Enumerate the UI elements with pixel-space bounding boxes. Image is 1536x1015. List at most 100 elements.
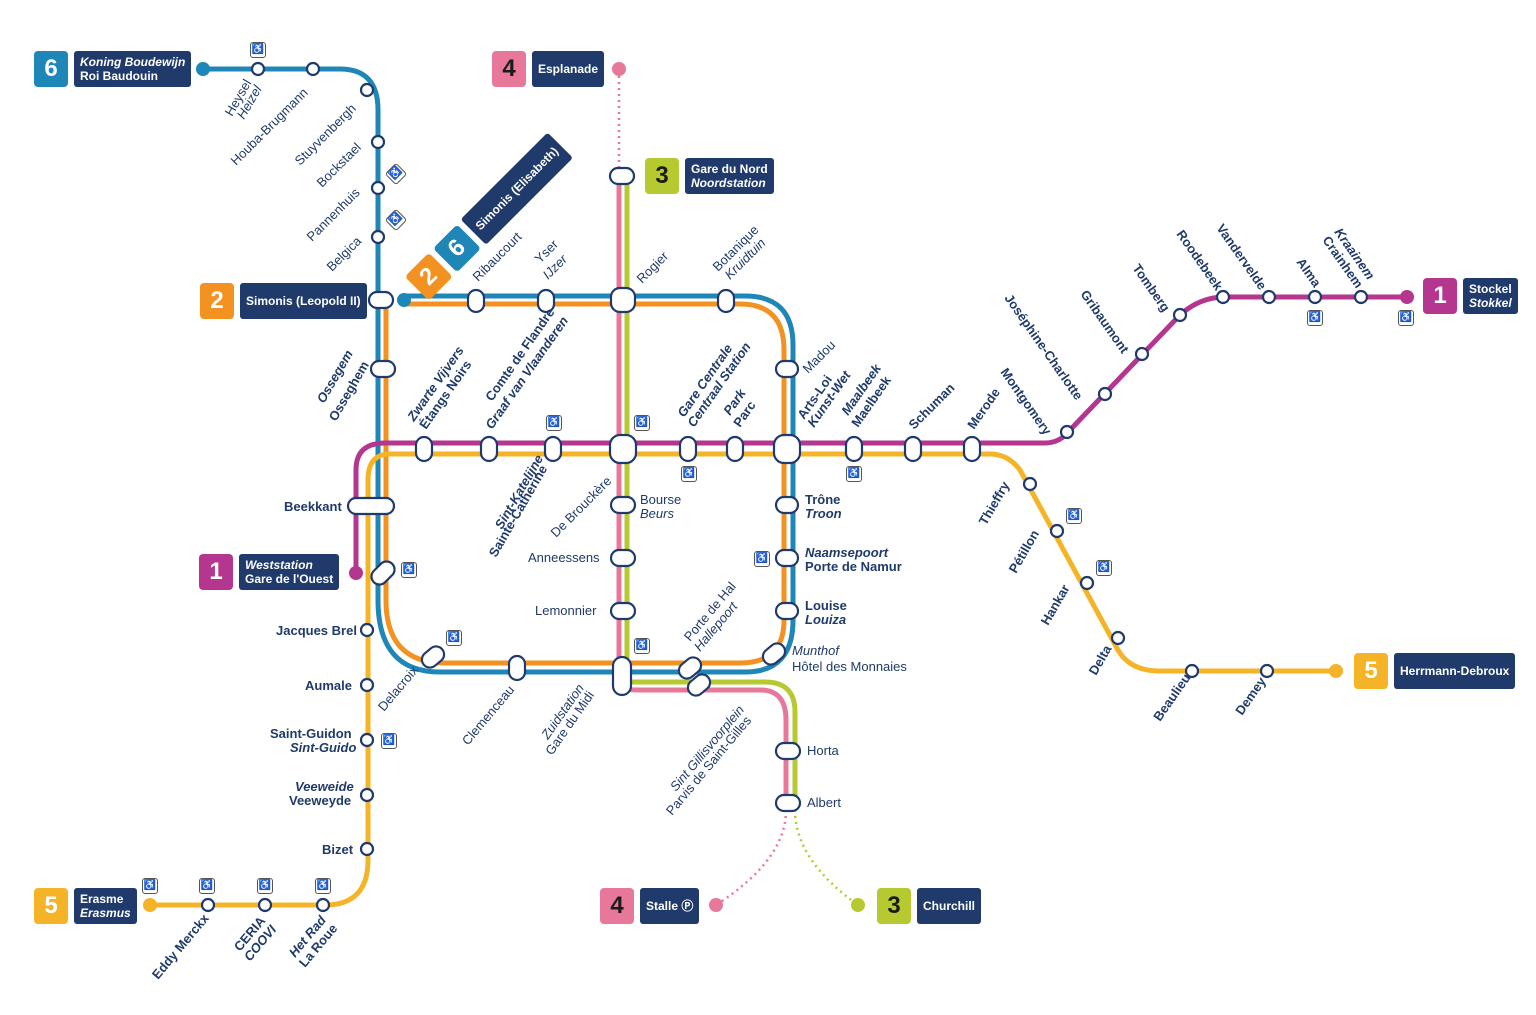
station-beekkant[interactable]	[346, 496, 396, 516]
station-jacquesbrel[interactable]	[359, 622, 375, 638]
terminal-name: Stalle Ⓟ	[646, 899, 694, 913]
svg-text:Madou: Madou	[800, 337, 839, 376]
station-ribaucourt[interactable]	[466, 288, 486, 314]
station-josephine[interactable]	[1097, 386, 1113, 402]
terminal-dot-stalle	[709, 898, 723, 912]
wheelchair-icon: ♿	[250, 42, 266, 58]
station-belgica[interactable]	[370, 229, 386, 245]
terminal-weststation[interactable]: 1 Weststation Gare de l'Ouest	[199, 554, 340, 590]
station-lemonnier[interactable]	[609, 601, 637, 621]
station-thieffry[interactable]	[1022, 476, 1038, 492]
station-trone[interactable]	[774, 495, 800, 515]
station-beaulieu[interactable]	[1184, 663, 1200, 679]
terminal-churchill[interactable]: 3 Churchill	[877, 888, 982, 924]
station-comte[interactable]	[479, 435, 499, 463]
terminal-koning-boudewijn[interactable]: 6 Koning Boudewijn Roi Baudouin	[34, 51, 192, 87]
terminal-simonis-elisabeth[interactable]: 2 6 Simonis (Elisabeth)	[392, 128, 582, 301]
station-tomberg[interactable]	[1172, 307, 1188, 323]
station-ceria[interactable]	[257, 897, 273, 913]
terminal-name-box: Gare du Nord Noordstation	[685, 158, 774, 194]
station-munthof[interactable]	[760, 640, 789, 668]
label-merode: Merode	[964, 385, 1003, 431]
station-horta[interactable]	[774, 741, 802, 761]
station-houba[interactable]	[305, 61, 321, 77]
station-botanique[interactable]	[716, 288, 736, 314]
station-katelijne[interactable]	[543, 435, 563, 463]
terminal-name-alt: Roi Baudouin	[80, 69, 158, 83]
wheelchair-icon: ♿	[546, 415, 562, 431]
station-rogier[interactable]	[609, 286, 637, 314]
station-yser[interactable]	[536, 288, 556, 314]
terminal-gare-du-nord[interactable]: 3 Gare du Nord Noordstation	[645, 158, 774, 194]
station-portedehal[interactable]	[676, 654, 705, 682]
station-demey[interactable]	[1259, 663, 1275, 679]
station-heysel[interactable]	[250, 61, 266, 77]
station-debrouckere[interactable]	[608, 433, 638, 465]
station-veeweide[interactable]	[359, 787, 375, 803]
station-petillon[interactable]	[1049, 523, 1065, 539]
station-garecentrale[interactable]	[678, 435, 698, 463]
station-osseghem[interactable]	[369, 359, 397, 379]
station-delacroix[interactable]	[419, 643, 448, 671]
label-debrouckere: De Brouckère	[548, 473, 615, 540]
station-pannenhuis[interactable]	[370, 180, 386, 196]
station-alma[interactable]	[1307, 289, 1323, 305]
station-vandervelde[interactable]	[1261, 289, 1277, 305]
station-bourse[interactable]	[609, 495, 637, 515]
terminal-dot-erasme	[143, 898, 157, 912]
label-saintguidon: Saint-Guidon	[270, 726, 352, 741]
label-alma: Alma	[1294, 255, 1325, 290]
terminal-name: Weststation	[245, 558, 313, 572]
label-veeweide-alt: Veeweyde	[289, 793, 351, 808]
station-albert[interactable]	[774, 793, 802, 813]
station-kraainem[interactable]	[1353, 289, 1369, 305]
station-merode[interactable]	[962, 435, 982, 463]
station-saintguidon[interactable]	[359, 732, 375, 748]
station-simonis-leopold[interactable]	[367, 290, 395, 310]
label-trone: Trône	[805, 492, 840, 507]
station-louiza[interactable]	[774, 601, 800, 621]
station-zuid[interactable]	[611, 655, 633, 697]
station-anneessens[interactable]	[609, 548, 637, 568]
station-sintgillis[interactable]	[685, 671, 714, 699]
station-eddy[interactable]	[200, 897, 216, 913]
terminal-dot-churchill	[851, 898, 865, 912]
station-markers	[200, 61, 1369, 913]
station-stuyvenbergh[interactable]	[359, 82, 375, 98]
station-parc[interactable]	[725, 435, 745, 463]
terminal-name: Esplanade	[538, 62, 599, 76]
terminal-erasme[interactable]: 5 Erasme Erasmus	[34, 888, 137, 924]
station-bockstael[interactable]	[370, 134, 386, 150]
line-6-badge: 6	[34, 51, 68, 87]
station-clemenceau[interactable]	[507, 654, 527, 682]
terminal-simonis-leopold[interactable]: 2 Simonis (Leopold II)	[200, 283, 367, 319]
terminal-esplanade[interactable]: 4 Esplanade	[492, 51, 605, 87]
station-weststation[interactable]	[368, 558, 398, 588]
station-zwarte[interactable]	[414, 435, 434, 463]
label-aumale: Aumale	[305, 678, 352, 693]
wheelchair-icon: ♿	[257, 878, 273, 894]
terminal-name-box: Simonis (Leopold II)	[240, 283, 367, 319]
wheelchair-icon: ♿	[446, 630, 462, 646]
terminal-stalle[interactable]: 4 Stalle Ⓟ	[600, 888, 700, 924]
line-4-badge: 4	[600, 888, 634, 924]
station-bizet[interactable]	[359, 841, 375, 857]
terminal-stockel[interactable]: 1 Stockel Stokkel	[1423, 278, 1518, 314]
station-aumale[interactable]	[359, 677, 375, 693]
terminal-name: Churchill	[923, 899, 976, 913]
station-maalbeek[interactable]	[844, 435, 864, 463]
station-montgomery[interactable]	[1059, 424, 1075, 440]
station-naamsepoort[interactable]	[774, 548, 800, 568]
terminal-herrmann-debroux[interactable]: 5 Herrmann-Debroux	[1354, 653, 1516, 689]
line-3-badge: 3	[645, 158, 679, 194]
station-gribaumont[interactable]	[1134, 346, 1150, 362]
station-hankar[interactable]	[1079, 575, 1095, 591]
station-schuman[interactable]	[903, 435, 923, 463]
station-artsloi[interactable]	[772, 433, 802, 465]
label-jacquesbrel: Jacques Brel	[276, 623, 357, 638]
station-roodebeek[interactable]	[1215, 289, 1231, 305]
station-madou[interactable]	[774, 359, 800, 379]
station-garedunord[interactable]	[608, 166, 636, 186]
station-hetrad[interactable]	[315, 897, 331, 913]
station-delta[interactable]	[1110, 630, 1126, 646]
